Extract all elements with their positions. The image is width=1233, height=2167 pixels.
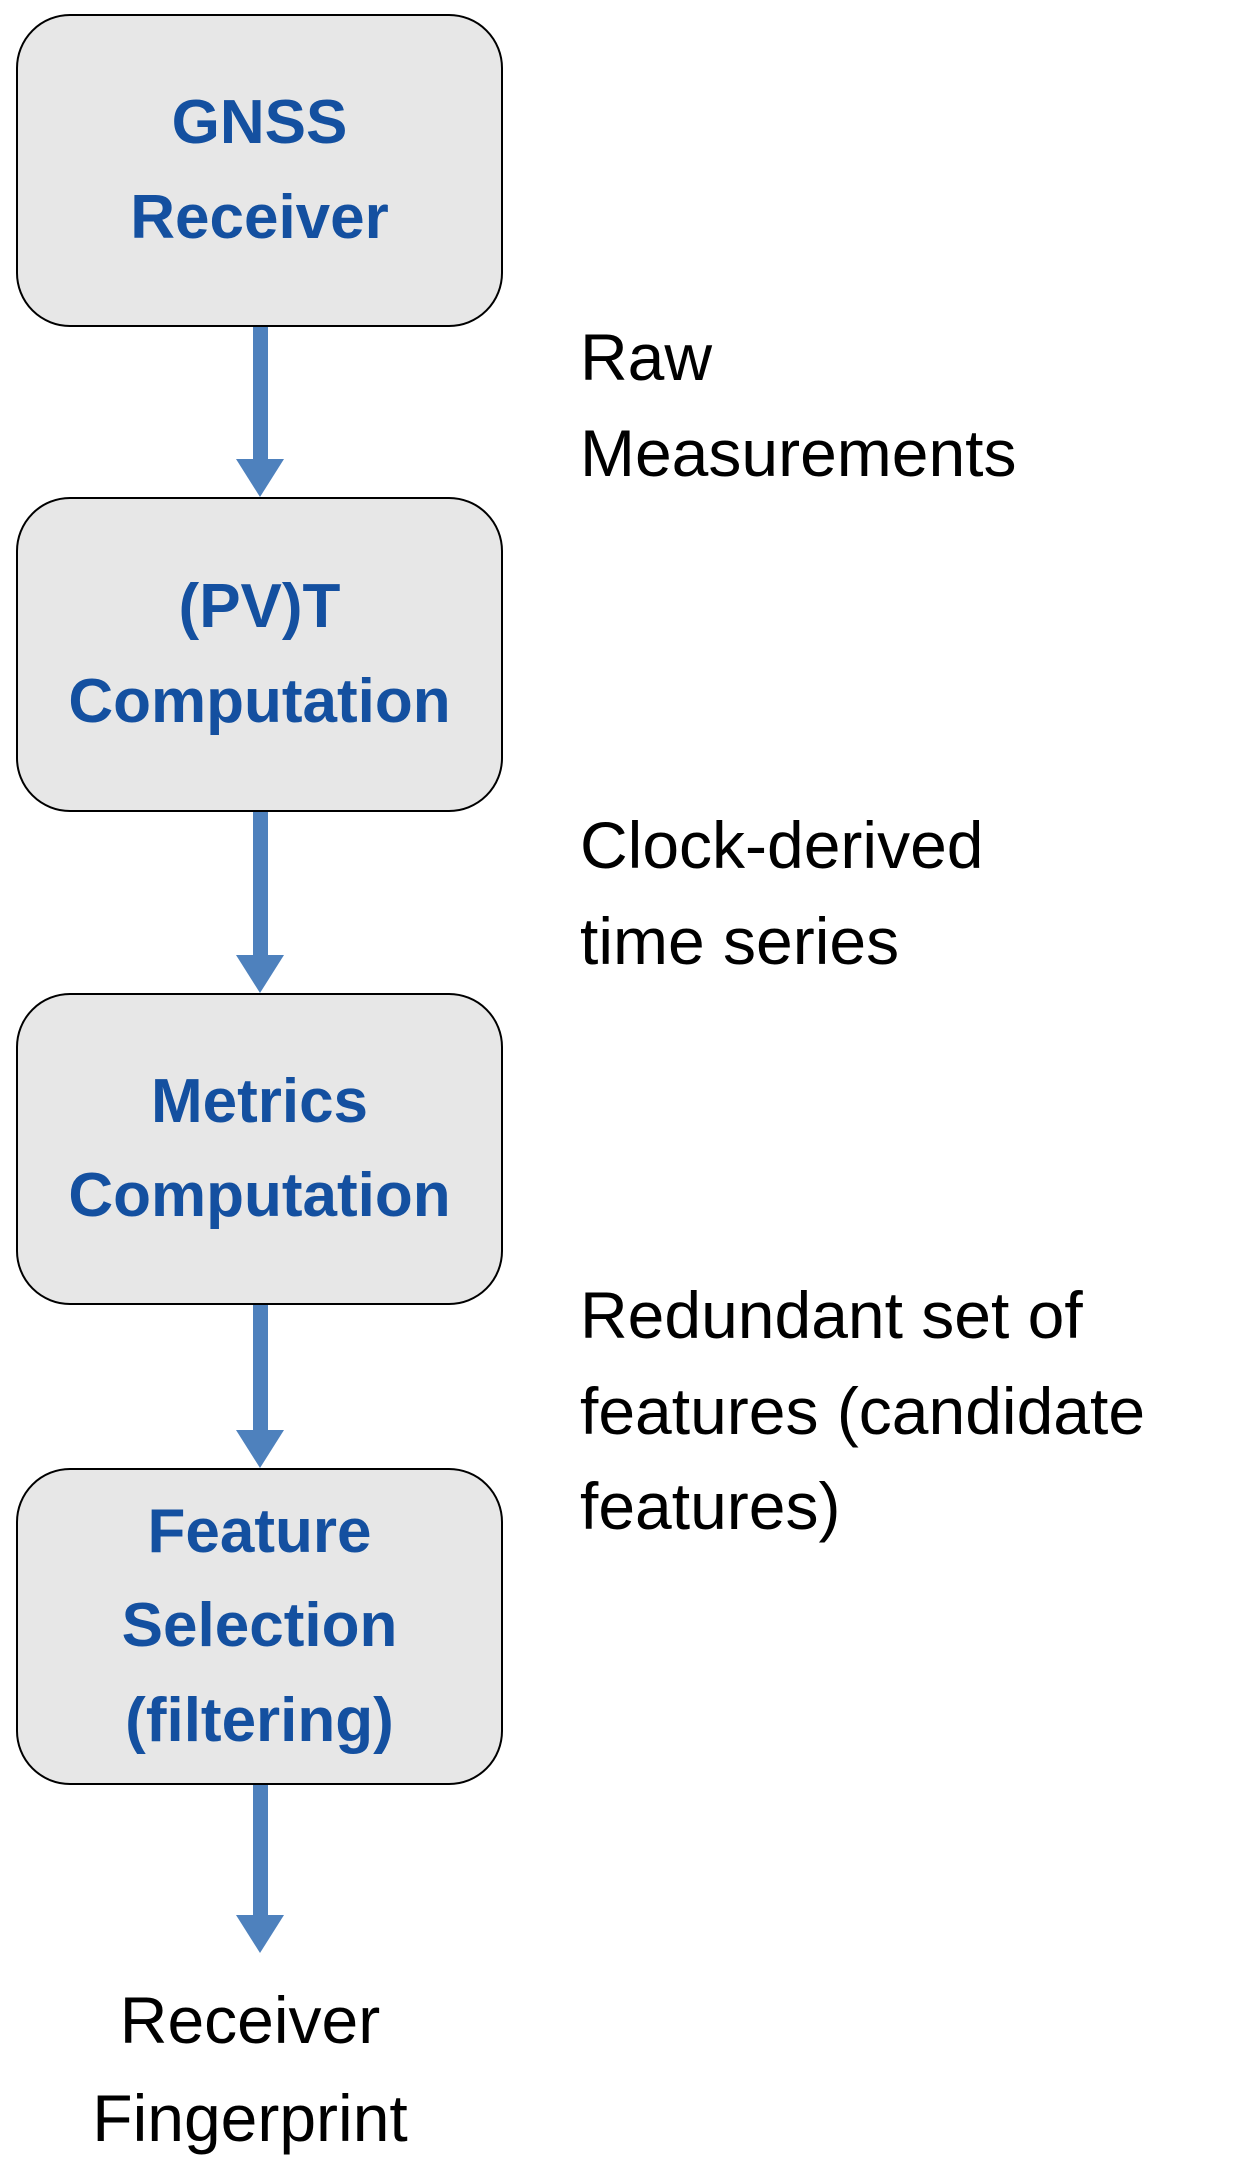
output-label-receiver-fingerprint: Receiver Fingerprint [92,1983,408,2155]
edge-label-clock-derived-time-series: Clock-derived time series [580,808,984,978]
edge-label-raw-measurements: Raw Measurements [580,320,1017,490]
arrow-stem [252,1305,268,1430]
arrow-stem [252,1785,268,1915]
down-arrow-3 [236,1305,284,1468]
down-arrow-1 [236,327,284,497]
arrow-head-icon [236,1915,284,1953]
node-pvt-computation: (PV)T Computation [16,497,503,812]
edge-label-redundant-set-of-features: Redundant set of features (candidate fea… [580,1278,1146,1544]
arrow-stem [252,812,268,955]
arrow-stem [252,327,268,459]
node-feature-selection: Feature Selection (filtering) [16,1468,503,1785]
down-arrow-2 [236,812,284,993]
arrow-head-icon [236,955,284,993]
arrow-head-icon [236,459,284,497]
node-gnss-receiver: GNSS Receiver [16,14,503,327]
node-metrics-computation: Metrics Computation [16,993,503,1305]
down-arrow-4 [236,1785,284,1953]
arrow-head-icon [236,1430,284,1468]
